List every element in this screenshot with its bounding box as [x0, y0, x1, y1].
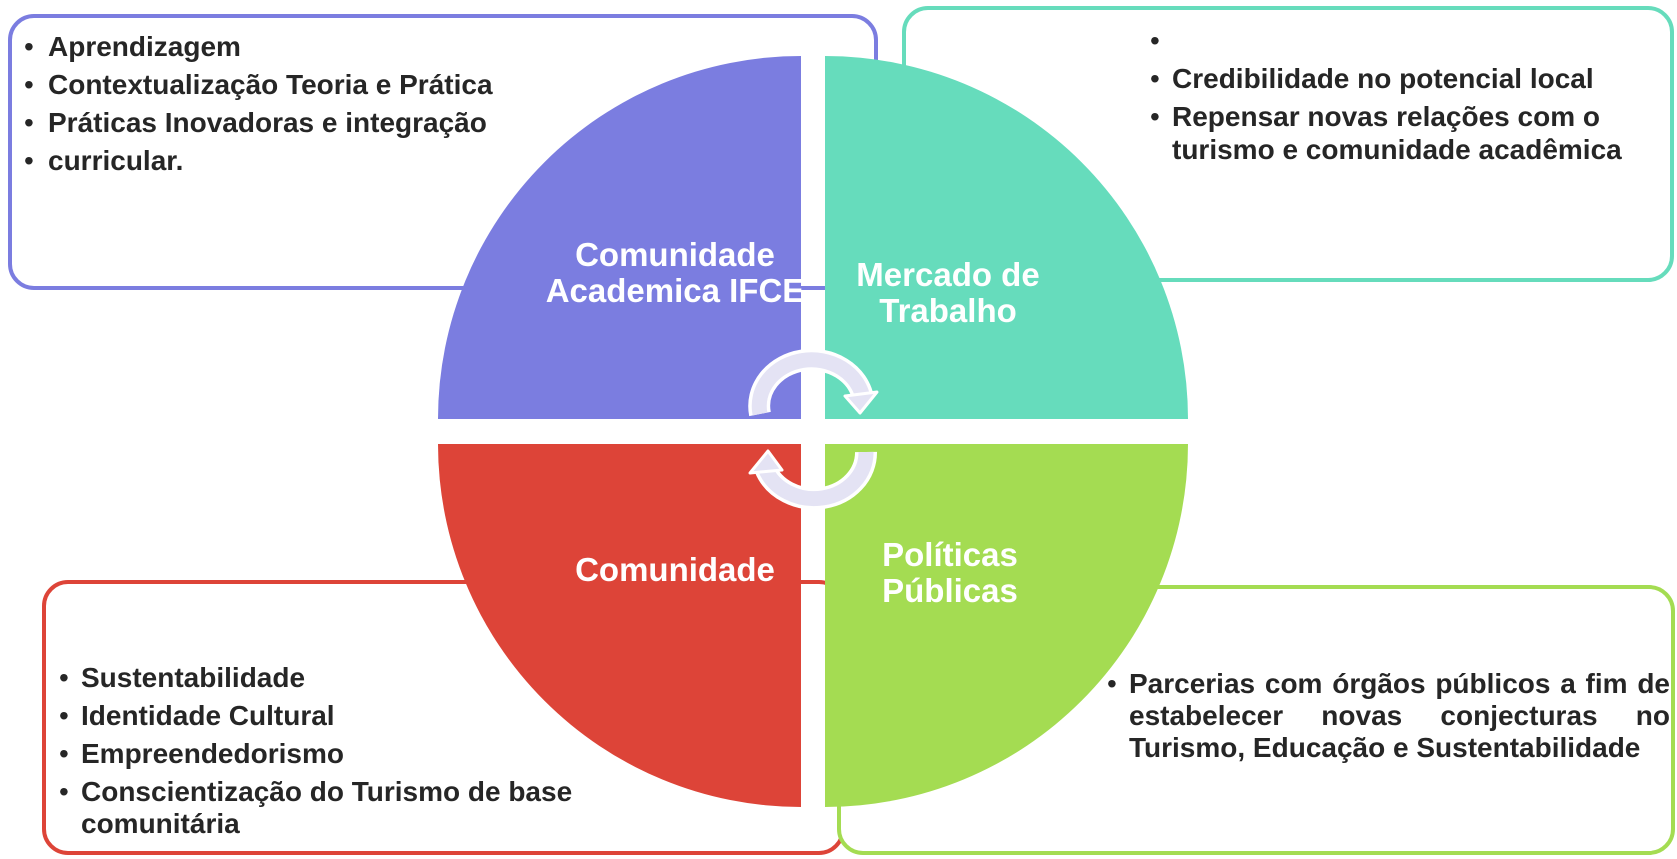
list-item: Identidade Cultural [57, 700, 617, 732]
market-list: Credibilidade no potencial local Repensa… [1148, 24, 1648, 171]
arrow-top-icon [748, 348, 879, 417]
quadrant-academic [438, 56, 801, 419]
quadrant-market [825, 56, 1188, 419]
quadrant-policies [825, 444, 1188, 807]
label-academic-community: Comunidade Academica IFCE [545, 236, 805, 309]
quadrant-community [438, 444, 801, 807]
list-item: Repensar novas relações com o turismo e … [1148, 100, 1648, 166]
policies-list: Parcerias com órgãos públicos a fim de e… [1105, 668, 1670, 764]
list-item: Conscientização do Turismo de base comun… [57, 776, 617, 840]
list-item: Sustentabilidade [57, 662, 617, 694]
arrow-bottom-icon [748, 449, 878, 510]
list-item: Credibilidade no potencial local [1148, 62, 1648, 95]
academic-list: Aprendizagem Contextualização Teoria e P… [22, 28, 582, 180]
community-list: Sustentabilidade Identidade Cultural Emp… [57, 662, 617, 846]
list-item: Parcerias com órgãos públicos a fim de e… [1105, 668, 1670, 764]
list-item: Empreendedorismo [57, 738, 617, 770]
label-community: Comunidade [575, 551, 775, 588]
list-item: Aprendizagem [22, 28, 582, 66]
label-public-policies: Políticas Públicas [882, 536, 1018, 609]
label-labor-market: Mercado de Trabalho [856, 256, 1040, 329]
list-item: curricular. [22, 142, 582, 180]
list-item: Contextualização Teoria e Prática [22, 66, 582, 104]
list-item-empty [1148, 24, 1648, 57]
list-item: Práticas Inovadoras e integração [22, 104, 582, 142]
